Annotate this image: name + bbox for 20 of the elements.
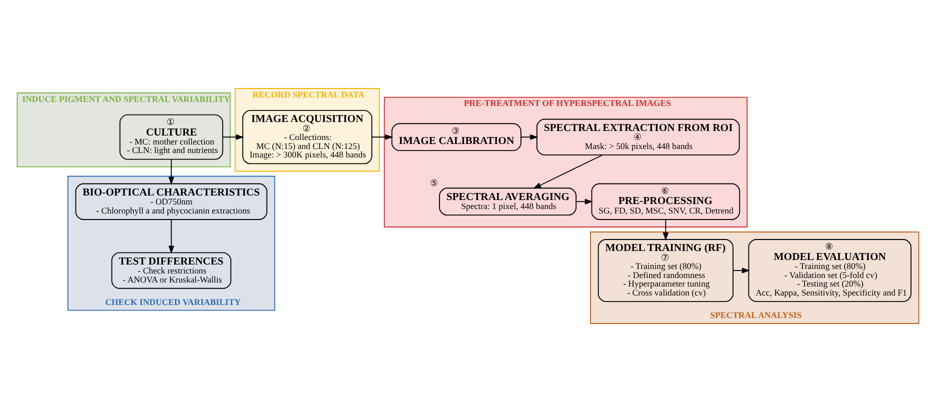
arrow <box>371 134 394 140</box>
node-box: ③ IMAGE CALIBRATION <box>391 122 522 151</box>
node-box: TEST DIFFERENCES - Check restrictions - ANOVA or Kruskal-Wallis <box>111 252 232 288</box>
arrow <box>662 218 669 240</box>
node-box: MODEL TRAINING (RF) ⑦ - Training set (80%) - Defined randomness - Hyperparameter tuning - Cross validation (cv) <box>598 238 734 302</box>
arrow <box>168 158 174 184</box>
node-box: BIO-OPTICAL CHARACTERISTICS - OD750nm - Chlorophyll a and phycocianin extractions <box>75 182 268 220</box>
arrow <box>732 267 750 273</box>
node-box: ① CULTURE - MC: mother collection - CLN: light and nutrients <box>119 114 224 160</box>
arrow <box>222 134 244 140</box>
node-label: ⑤ <box>430 177 438 188</box>
node-box: ⑥ PRE-PROCESSING SG, FD, SD, MSC, SNV, CR, Detrend <box>591 182 740 220</box>
node-box: SPECTRAL EXTRACTION FROM ROI ④ Mask: > 50k pixels, 448 bands <box>536 118 740 155</box>
arrow <box>576 198 594 204</box>
arrow <box>532 154 603 188</box>
node-box: ⑧ MODEL EVALUATION - Training set (80%) - Validation set (5-fold cv) - Testing set (20%) Acc, Kappa, Sensitivity, Specificity and F1 <box>748 238 912 302</box>
node-box: IMAGE ACQUISITION ② - Collections: MC (N:15) and CLN (N:125) Image: > 300K pixels, 448 bands <box>242 109 372 164</box>
arrow <box>520 134 538 140</box>
arrow <box>168 218 174 254</box>
node-box: SPECTRAL AVERAGING Spectra: 1 pixel, 448 bands <box>439 187 577 216</box>
